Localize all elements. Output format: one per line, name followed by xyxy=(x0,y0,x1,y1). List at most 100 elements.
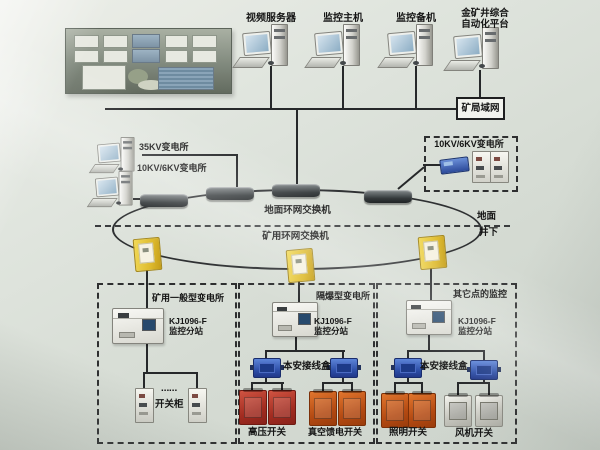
connector-line xyxy=(142,154,238,156)
vacuum-feeder-switch-label: 真空馈电开关 xyxy=(307,427,362,437)
connector-line xyxy=(281,384,283,390)
power-switch-icon xyxy=(268,388,296,425)
computer-icon xyxy=(377,24,442,70)
junction-box-label: 本安接线盒 xyxy=(420,361,468,372)
connector-line xyxy=(342,352,344,358)
connector-line xyxy=(407,376,409,383)
mine-lan-label: 矿局域网 xyxy=(461,102,500,114)
hv-switch-label: 高压开关 xyxy=(247,427,286,438)
connector-line xyxy=(236,155,238,187)
connector-line xyxy=(397,166,425,190)
connector-line xyxy=(421,384,423,393)
switch-cabinet-icon xyxy=(490,151,509,183)
monitoring-substation-icon xyxy=(406,300,452,335)
surface-label: 地面 xyxy=(477,211,497,222)
station-2-title: 隔爆型变电所 xyxy=(316,291,371,301)
automation-platform-label: 金矿井综合 自动化平台 xyxy=(461,8,509,31)
computer-icon xyxy=(443,27,508,73)
connector-line xyxy=(196,374,198,388)
monitor-backup-label: 监控备机 xyxy=(396,13,436,24)
connector-line xyxy=(146,342,148,373)
connector-line xyxy=(479,70,481,97)
connector-line xyxy=(295,335,297,351)
substation-35kv-label: 35KV变电所 xyxy=(139,142,189,152)
mine-switch-icon xyxy=(285,247,316,284)
connector-line xyxy=(143,374,145,388)
connector-line xyxy=(488,384,490,395)
substation-10kv-label: 10KV/6KV变电所 xyxy=(137,163,207,173)
junction-box-icon xyxy=(391,358,425,378)
connector-line xyxy=(133,198,145,200)
connector-line xyxy=(296,110,298,184)
junction-box-icon xyxy=(327,358,361,378)
connector-line xyxy=(251,382,284,384)
connector-line xyxy=(265,376,267,383)
station-1-title: 矿用一般型变电所 xyxy=(152,293,225,303)
station-box-flameproof xyxy=(238,283,375,444)
connector-line xyxy=(251,384,253,390)
connector-line xyxy=(430,265,432,301)
monitoring-substation-icon xyxy=(112,308,164,344)
connector-line xyxy=(423,164,442,166)
video-server-label: 视频服务器 xyxy=(246,13,296,24)
power-switch-icon xyxy=(338,389,366,426)
connector-line xyxy=(105,108,456,110)
junction-box-label: 本安接线盒 xyxy=(283,361,331,372)
ellipsis-dots: ⋯⋯ xyxy=(161,386,177,395)
surface-ring-switch-label: 地面环网交换机 xyxy=(264,205,331,216)
computer-icon xyxy=(304,24,369,70)
power-switch-icon xyxy=(444,393,472,427)
ethernet-switch-icon xyxy=(206,187,254,200)
switch-cabinet-icon xyxy=(188,388,207,423)
power-switch-icon xyxy=(475,393,503,427)
station-2-device-label: KJ1096-F 监控分站 xyxy=(314,316,352,337)
connector-line xyxy=(483,352,485,360)
underground-label: 井下 xyxy=(479,227,499,238)
connector-line xyxy=(298,278,300,303)
connector-line xyxy=(342,66,344,108)
connector-line xyxy=(407,350,485,352)
station-3-title: 其它点的监控 xyxy=(453,289,508,299)
connector-line xyxy=(146,267,148,309)
station-1-device-label: KJ1096-F 监控分站 xyxy=(169,316,207,337)
computer-icon xyxy=(232,24,297,70)
connector-line xyxy=(322,382,353,384)
mine-switch-icon xyxy=(417,234,448,271)
fan-switch-label: 风机开关 xyxy=(454,428,493,439)
ethernet-switch-icon xyxy=(140,194,188,207)
mine-ring-switch-label: 矿用环网交换机 xyxy=(262,231,329,242)
connector-line xyxy=(394,382,423,384)
junction-box-icon xyxy=(467,360,501,380)
switch-cabinet-label: 开关柜 xyxy=(155,399,184,410)
mine-switch-icon xyxy=(132,236,163,273)
monitoring-substation-icon xyxy=(272,302,318,337)
surface-underground-divider xyxy=(95,225,510,227)
connector-line xyxy=(457,384,459,395)
power-switch-icon xyxy=(309,389,337,426)
computer-icon xyxy=(88,137,142,175)
ethernet-switch-icon xyxy=(272,184,320,197)
connector-line xyxy=(143,372,198,374)
connector-line xyxy=(415,66,417,108)
video-wall-image xyxy=(65,28,232,94)
connector-line xyxy=(407,352,409,358)
connector-line xyxy=(351,384,353,391)
station-box-general xyxy=(97,283,237,444)
power-switch-icon xyxy=(239,388,267,425)
monitor-host-label: 监控主机 xyxy=(323,13,363,24)
connector-line xyxy=(322,384,324,391)
ethernet-switch-icon xyxy=(364,190,412,203)
mine-lan-box: 矿局域网 xyxy=(456,97,505,120)
power-switch-icon xyxy=(381,391,409,428)
station-3-device-label: KJ1096-F 监控分站 xyxy=(458,316,496,337)
junction-box-icon xyxy=(250,358,284,378)
switch-cabinet-icon xyxy=(135,388,154,423)
connector-line xyxy=(270,66,272,108)
connector-line xyxy=(394,384,396,393)
connector-line xyxy=(457,382,490,384)
connector-line xyxy=(483,377,485,383)
connector-line xyxy=(265,350,345,352)
lighting-switch-label: 照明开关 xyxy=(388,427,427,438)
connector-line xyxy=(428,333,430,351)
